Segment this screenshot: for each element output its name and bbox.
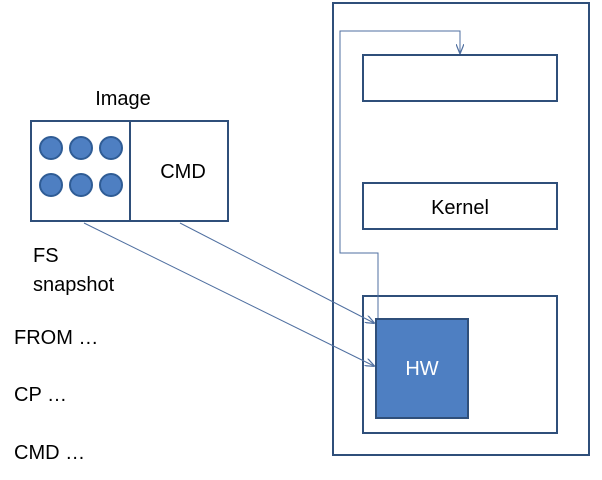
dockerfile-line-cp: CP … [14,384,67,406]
arrow-cmd-to-hw [179,222,374,323]
fs-layer-dot [99,173,123,197]
dockerfile-line-cmd: CMD … [14,442,85,464]
arrow-fs-to-hw [83,222,374,366]
hw-label: HW [405,358,438,380]
fs-layer-dot [99,136,123,160]
fs-layers-icon [39,136,123,197]
fs-layer-dot [69,173,93,197]
fs-layer-dot [69,136,93,160]
arrow-hw-to-process [339,30,460,318]
hardware-box [362,295,558,434]
fs-layer-dot [39,173,63,197]
hw-block [375,318,469,419]
host-machine-box [332,2,590,456]
fs-layer-dot [39,136,63,160]
image-title: Image [95,88,151,110]
dockerfile-line-from: FROM … [14,327,98,349]
kernel-box [362,182,558,230]
fs-snapshot-line1: FS [33,245,59,267]
fs-snapshot-line2: snapshot [33,274,115,296]
kernel-label: Kernel [431,197,489,219]
image-cmd-label: CMD [160,161,206,183]
process-box [362,54,558,102]
